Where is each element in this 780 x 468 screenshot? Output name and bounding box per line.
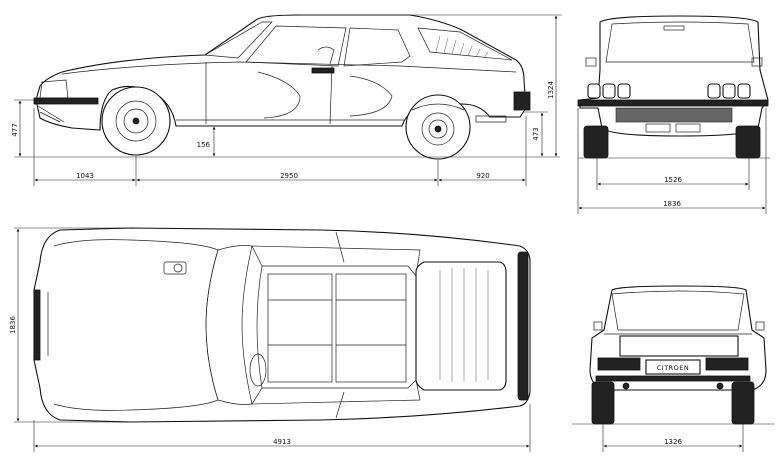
rear-lamp-right xyxy=(705,357,749,371)
top-dimensions: 1836 4913 xyxy=(9,227,531,452)
top-roof xyxy=(256,265,417,389)
front-view xyxy=(577,15,770,159)
dim-rear-overhang: 920 xyxy=(476,172,489,180)
top-rear-bumper xyxy=(517,251,529,401)
front-lamps-left xyxy=(587,83,631,99)
rear-bumper xyxy=(595,375,751,382)
top-view xyxy=(33,227,531,423)
dim-front-track: 1526 xyxy=(664,176,682,184)
rear-mirror-left xyxy=(593,321,603,331)
front-tyre-left xyxy=(583,125,609,159)
rear-tyre-left xyxy=(591,381,615,425)
rear-tyre-right xyxy=(731,381,755,425)
top-front-bumper xyxy=(33,289,41,361)
side-body-outline xyxy=(35,14,527,131)
rear-mirror-right xyxy=(755,321,765,331)
front-windshield xyxy=(605,21,755,63)
front-lamps-right xyxy=(707,83,751,99)
dim-rear-track: 1326 xyxy=(664,438,682,446)
side-front-bumper xyxy=(33,97,99,105)
side-rear-bumper xyxy=(513,91,531,111)
side-rear-window xyxy=(343,27,411,67)
rear-lamp-left xyxy=(597,357,641,371)
dim-side-rear-height: 473 xyxy=(532,127,540,140)
dim-side-clearance: 156 xyxy=(197,141,211,149)
front-mirror-right xyxy=(751,57,763,67)
side-exhaust xyxy=(475,115,507,123)
rear-panel xyxy=(619,335,739,357)
rear-window xyxy=(611,290,745,331)
dim-side-front-height: 477 xyxy=(11,123,19,136)
side-windshield xyxy=(203,21,273,59)
side-door-handle xyxy=(311,67,335,74)
rear-badge-text: CITROEN xyxy=(657,364,690,372)
rear-dimensions: 1326 xyxy=(602,424,744,452)
side-rear-glass xyxy=(417,27,513,61)
dim-front-overhang: 1043 xyxy=(76,172,94,180)
top-bonnet-vent xyxy=(163,261,187,275)
rear-view: CITROEN xyxy=(572,285,774,425)
front-headlamp-bar xyxy=(577,99,769,107)
side-rear-wheel xyxy=(405,94,471,160)
front-dimensions: 1526 1836 xyxy=(577,108,767,214)
dim-top-width: 1836 xyxy=(9,316,17,334)
dim-side-height: 1324 xyxy=(547,81,555,99)
dim-wheelbase: 2950 xyxy=(280,172,298,180)
top-rear-glass xyxy=(415,261,507,391)
dim-overall-length: 4913 xyxy=(273,438,291,446)
front-mirror-left xyxy=(585,57,597,67)
side-view xyxy=(14,14,560,160)
top-rear-glass-shading xyxy=(439,268,489,382)
side-front-wheel xyxy=(101,86,171,156)
side-front-window xyxy=(245,25,347,67)
rear-badge-plate xyxy=(645,359,701,375)
front-tyre-right xyxy=(735,125,761,159)
front-grille xyxy=(615,107,733,123)
dim-front-overall-width: 1836 xyxy=(663,200,681,208)
side-dimensions: 1324 477 156 473 1043 2950 920 xyxy=(11,14,562,186)
